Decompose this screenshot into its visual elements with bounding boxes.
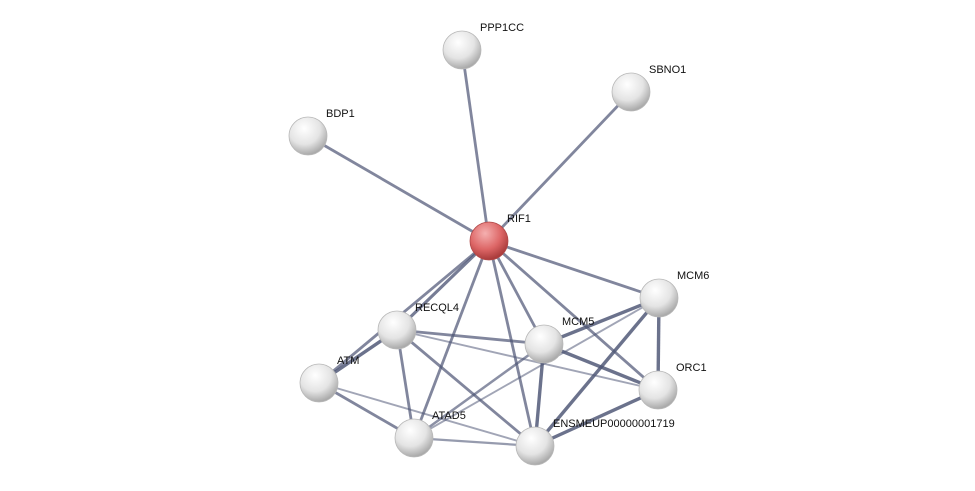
node-bubble[interactable]	[442, 30, 482, 70]
node-label: ATAD5	[432, 410, 466, 422]
edge-rif1-ppp1cc[interactable]	[460, 49, 491, 242]
node-atm[interactable]: ATM	[299, 355, 359, 403]
edge-rif1-bdp1[interactable]	[307, 134, 490, 243]
node-bubble[interactable]	[288, 116, 328, 156]
edge-rif1-atad5[interactable]	[412, 240, 491, 439]
edge-mcm5-mcm6[interactable]	[543, 296, 660, 346]
node-label: ENSMEUP00000001719	[553, 418, 675, 430]
edge-mcm6-ensmeup00000001719[interactable]	[533, 296, 661, 448]
node-bubble[interactable]	[394, 418, 434, 458]
node-bubble[interactable]	[611, 72, 651, 112]
edge-rif1-orc1[interactable]	[488, 239, 659, 392]
node-label: RIF1	[507, 213, 531, 225]
node-mcm6[interactable]: MCM6	[639, 270, 709, 318]
node-bubble[interactable]	[515, 426, 555, 466]
edge-rif1-recql4[interactable]	[395, 239, 491, 332]
node-label: ATM	[337, 355, 359, 367]
node-rif1[interactable]: RIF1	[469, 213, 531, 261]
node-label: ORC1	[676, 362, 707, 374]
edge-atm-ensmeup00000001719[interactable]	[318, 382, 536, 447]
node-bdp1[interactable]: BDP1	[288, 108, 355, 156]
node-label: SBNO1	[649, 64, 686, 76]
edge-recql4-ensmeup00000001719[interactable]	[396, 328, 536, 448]
node-bubble[interactable]	[469, 221, 509, 261]
node-orc1[interactable]: ORC1	[638, 362, 707, 410]
node-bubble[interactable]	[299, 363, 339, 403]
node-label: RECQL4	[415, 302, 459, 314]
node-label: MCM5	[562, 316, 594, 328]
edge-recql4-mcm5[interactable]	[396, 328, 545, 346]
node-mcm5[interactable]: MCM5	[524, 316, 594, 364]
node-bubble[interactable]	[638, 370, 678, 410]
node-bubble[interactable]	[524, 324, 564, 364]
edge-recql4-orc1[interactable]	[396, 329, 659, 391]
node-recql4[interactable]: RECQL4	[377, 302, 459, 350]
node-ensmeup00000001719[interactable]: ENSMEUP00000001719	[515, 418, 675, 466]
node-label: PPP1CC	[480, 22, 524, 34]
node-ppp1cc[interactable]: PPP1CC	[442, 22, 524, 70]
edge-orc1-ensmeup00000001719[interactable]	[534, 388, 659, 448]
edge-rif1-mcm5[interactable]	[487, 240, 546, 345]
node-bubble[interactable]	[377, 310, 417, 350]
node-sbno1[interactable]: SBNO1	[611, 64, 686, 112]
node-bubble[interactable]	[639, 278, 679, 318]
edge-atad5-ensmeup00000001719[interactable]	[413, 436, 536, 448]
edge-rif1-sbno1[interactable]	[487, 91, 633, 242]
edge-rif1-ensmeup00000001719[interactable]	[487, 240, 537, 447]
node-label: MCM6	[677, 270, 709, 282]
node-label: BDP1	[326, 108, 355, 120]
node-atad5[interactable]: ATAD5	[394, 410, 466, 458]
edge-atad5-mcm5[interactable]	[413, 342, 545, 440]
edge-rif1-mcm6[interactable]	[488, 239, 660, 300]
edge-atad5-mcm6[interactable]	[413, 297, 660, 439]
